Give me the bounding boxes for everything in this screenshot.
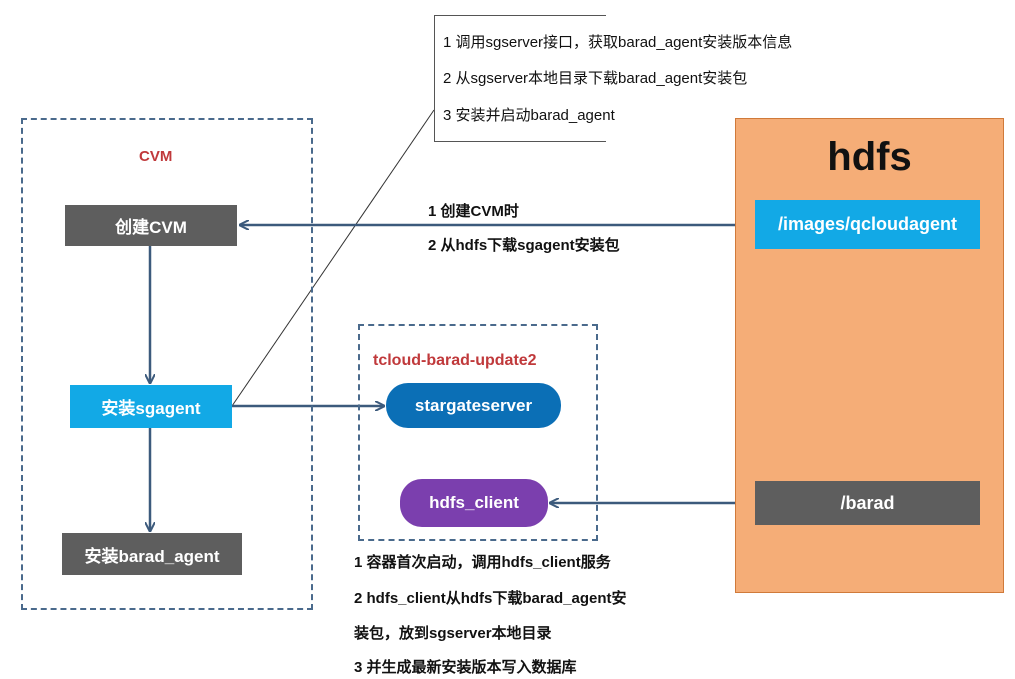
cvm-title: CVM (139, 148, 173, 165)
callout-line-2: 2 从sgserver本地目录下载barad_agent安装包 (443, 70, 748, 87)
bottom-note-line-4: 3 并生成最新安装版本写入数据库 (354, 659, 577, 676)
hdfs-images-path-node: /images/qcloudagent (755, 200, 980, 249)
bottom-note-line-1: 1 容器首次启动，调用hdfs_client服务 (354, 554, 611, 571)
create-cvm-node: 创建CVM (65, 205, 237, 246)
stargateserver-node: stargateserver (386, 383, 561, 428)
callout-line-1: 1 调用sgserver接口，获取barad_agent安装版本信息 (443, 34, 793, 51)
callout-pointer-line (231, 109, 435, 407)
cvm-group (21, 118, 313, 610)
top-note-line-1: 1 创建CVM时 (428, 203, 519, 220)
tcloud-title: tcloud-barad-update2 (373, 352, 537, 369)
install-barad-agent-node: 安装barad_agent (62, 533, 242, 575)
bottom-note-line-3: 装包，放到sgserver本地目录 (354, 625, 552, 642)
hdfs-client-node: hdfs_client (400, 479, 548, 527)
bottom-note-line-2: 2 hdfs_client从hdfs下载barad_agent安 (354, 590, 627, 607)
install-sgagent-node: 安装sgagent (70, 385, 232, 428)
hdfs-barad-path-node: /barad (755, 481, 980, 525)
tcloud-group (358, 324, 598, 541)
callout-box (434, 15, 606, 142)
callout-line-3: 3 安装并启动barad_agent (443, 107, 615, 124)
top-note-line-2: 2 从hdfs下载sgagent安装包 (428, 237, 620, 254)
hdfs-title: hdfs (827, 135, 912, 179)
